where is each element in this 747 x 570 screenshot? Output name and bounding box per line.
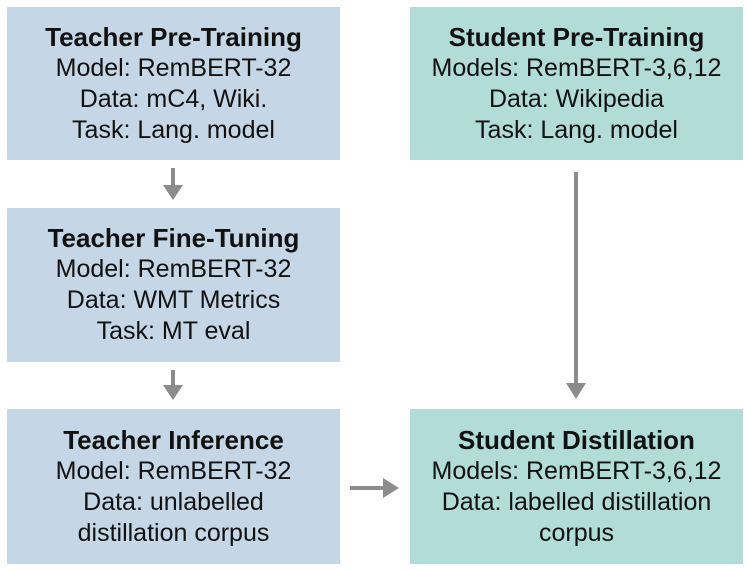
student-distillation-title: Student Distillation [458, 424, 695, 455]
teacher-finetuning-task: Task: MT eval [96, 317, 251, 345]
student-distillation-data: Data: labelled distillation [441, 487, 712, 516]
student-pretraining-models: Models: RemBERT-3,6,12 [431, 53, 722, 82]
student-distillation-models: Models: RemBERT-3,6,12 [431, 456, 722, 485]
arrowhead-inference-to-distillation [383, 478, 399, 498]
teacher-pretraining-task: Task: Lang. model [72, 115, 275, 144]
arrowhead-finetuning-to-inference [163, 385, 183, 400]
teacher-pretraining-data: Data: mC4, Wiki. [79, 84, 268, 113]
student-pretraining-box: Student Pre-Training Models: RemBERT-3,6… [410, 7, 743, 160]
teacher-finetuning-box: Teacher Fine-Tuning Model: RemBERT-32 Da… [7, 208, 340, 362]
arrowhead-student-pretraining-to-distillation [566, 383, 586, 399]
teacher-pretraining-model: Model: RemBERT-32 [55, 53, 292, 82]
student-distillation-data-cont: corpus [538, 518, 615, 547]
student-pretraining-title: Student Pre-Training [448, 21, 705, 52]
student-pretraining-data: Data: Wikipedia [488, 84, 665, 113]
student-pretraining-task: Task: Lang. model [475, 115, 678, 144]
teacher-inference-title: Teacher Inference [63, 424, 284, 455]
teacher-inference-box: Teacher Inference Model: RemBERT-32 Data… [7, 409, 340, 564]
teacher-finetuning-data: Data: WMT Metrics [66, 286, 281, 314]
teacher-inference-model: Model: RemBERT-32 [55, 456, 292, 485]
teacher-finetuning-model: Model: RemBERT-32 [55, 255, 292, 283]
teacher-pretraining-title: Teacher Pre-Training [45, 21, 302, 52]
teacher-pretraining-box: Teacher Pre-Training Model: RemBERT-32 D… [7, 7, 340, 160]
teacher-finetuning-title: Teacher Fine-Tuning [47, 223, 300, 253]
arrowhead-pretraining-to-finetuning [163, 185, 183, 200]
teacher-inference-data-cont: distillation corpus [77, 518, 270, 547]
teacher-inference-data: Data: unlabelled [83, 487, 264, 516]
student-distillation-box: Student Distillation Models: RemBERT-3,6… [410, 409, 743, 564]
